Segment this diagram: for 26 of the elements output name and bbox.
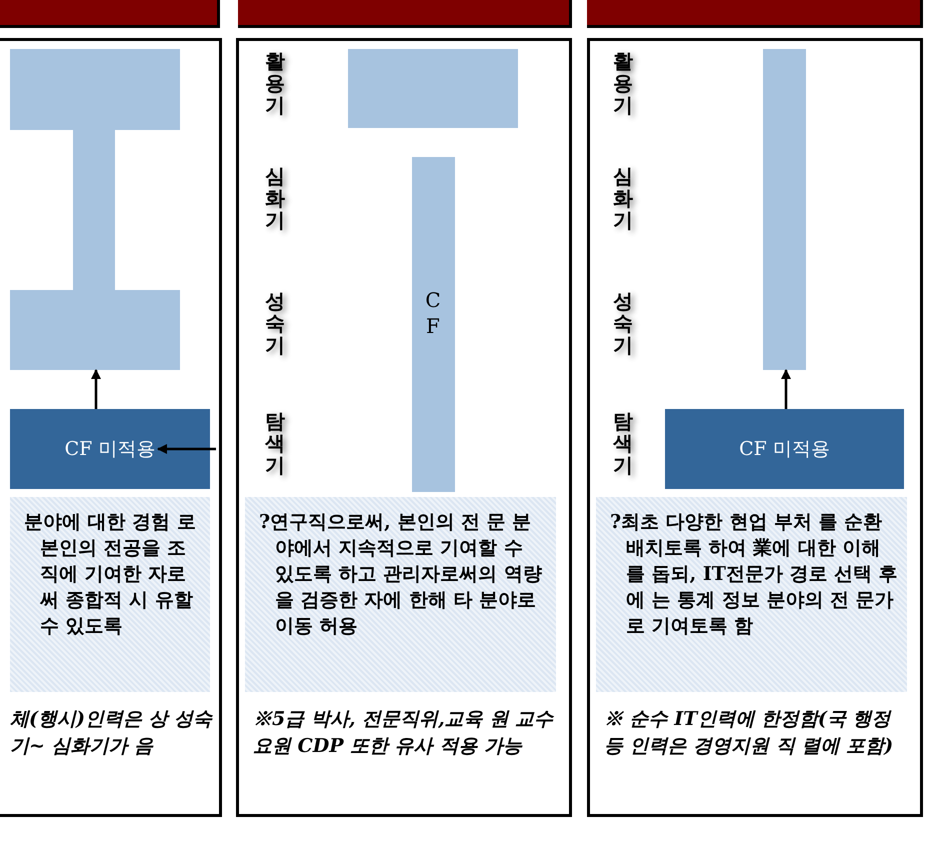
- stage-label: 활용기: [265, 50, 285, 116]
- stage-label: 심화기: [613, 165, 633, 231]
- arrow: [781, 369, 791, 409]
- column-panel: [587, 38, 923, 817]
- arrow: [91, 369, 101, 409]
- stage-label: 탐색기: [613, 410, 633, 476]
- note-box: ?최초 다양한 현업 부처 를 순환 배치토록 하여 業에 대한 이해를 돕되, IT전문가 경로 선택 후에 는 통계 정보 분야의 전 문가로 기여토록 함: [596, 497, 907, 692]
- note-text: 체(행시)인력은 상 성숙기~ 심화기가 음: [10, 707, 214, 759]
- column-panel: [0, 38, 222, 817]
- note-box: ?연구직으로써, 본인의 전 문 분야에서 지속적으로 기여할 수 있도록 하고 관리자로써의 역량 을 검증한 자에 한해 타 분야로 이동 허용: [245, 497, 556, 692]
- top-block: [348, 49, 518, 128]
- note-box: 분야에 대한 경험 로 본인의 전공을 조직에 기여한 자로써 종합적 시 유할 수 있도록: [10, 497, 210, 692]
- i-shaped-block: [10, 49, 180, 370]
- stage-label: 성숙기: [613, 290, 633, 356]
- stage-label: 활용기: [613, 50, 633, 116]
- cf-exempt-box: CF 미적용: [665, 409, 904, 489]
- column-panel: [236, 38, 572, 817]
- vertical-bar: [763, 49, 806, 370]
- cf-bar: CF: [412, 157, 455, 492]
- cf-exempt-box: CF 미적용: [10, 409, 210, 489]
- note-text: ※ 순수 IT인력에 한정함(국 행정 등 인력은 경영지원 직 렬에 포함): [604, 707, 894, 759]
- stage-label: 성숙기: [265, 290, 285, 356]
- stage-label: 탐색기: [265, 410, 285, 476]
- note-text: ※5급 박사, 전문직위,교육 원 교수 요원 CDP 또한 유사 적용 가능: [253, 707, 553, 759]
- arrow: [157, 444, 216, 454]
- stage-label: 심화기: [265, 165, 285, 231]
